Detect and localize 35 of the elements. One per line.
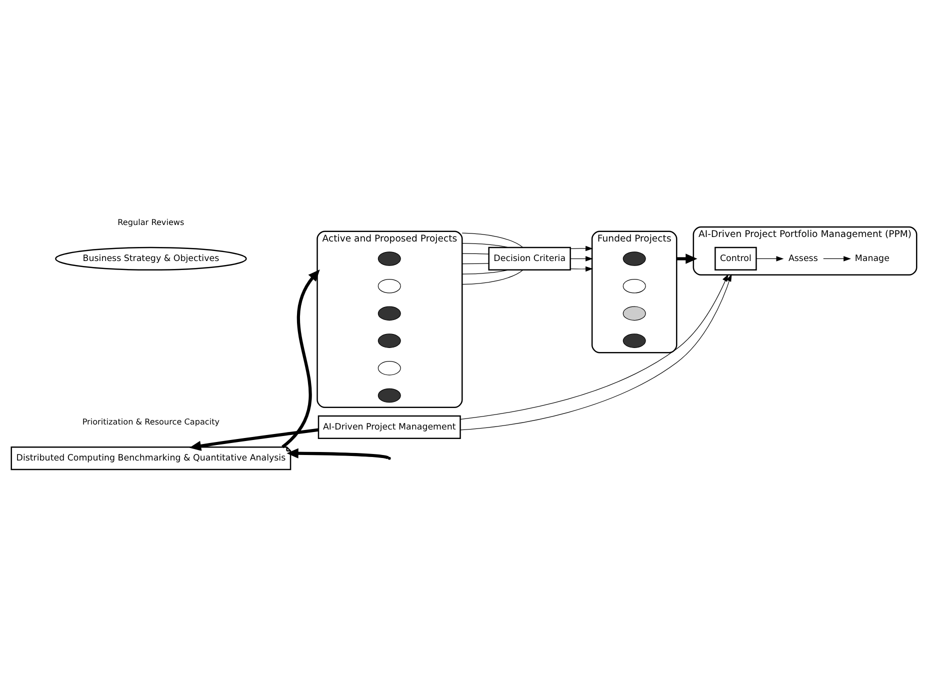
- node-text: Assess: [788, 254, 818, 264]
- label: Prioritization & Resource Capacity: [82, 416, 220, 426]
- arrow: [570, 256, 594, 262]
- node-ellipse: [378, 278, 401, 294]
- node-ellipse: [622, 252, 646, 266]
- arrow: [570, 266, 594, 272]
- connector: [462, 270, 524, 285]
- node-ellipse: Business Strategy & Objectives: [55, 246, 247, 271]
- node-text: Manage: [854, 254, 890, 264]
- connector: [462, 243, 510, 248]
- node-ellipse: [622, 306, 646, 321]
- connector: [462, 263, 490, 264]
- connector: [462, 253, 490, 254]
- cluster: Funded Projects: [591, 230, 678, 354]
- node-ellipse: [622, 278, 646, 294]
- connector: [462, 270, 510, 274]
- node-ellipse: [622, 334, 646, 348]
- node-box: Decision Criteria: [488, 246, 571, 271]
- arrow: [286, 448, 389, 460]
- arrow: [823, 256, 852, 262]
- node-box: Control: [714, 246, 757, 271]
- cluster: Active and Proposed Projects: [316, 230, 463, 408]
- node-ellipse: [378, 388, 401, 403]
- connector: [462, 232, 524, 248]
- node-ellipse: [378, 361, 401, 376]
- arrow: [189, 428, 319, 451]
- arrow: [570, 246, 594, 252]
- arrow: [756, 256, 784, 262]
- node-ellipse: [378, 306, 401, 321]
- node-ellipse: [378, 252, 401, 266]
- arrow: [676, 254, 698, 264]
- arrow: [282, 270, 320, 448]
- label: Regular Reviews: [118, 216, 184, 227]
- node-ellipse: [378, 334, 401, 348]
- node-box: AI-Driven Project Management: [318, 415, 461, 440]
